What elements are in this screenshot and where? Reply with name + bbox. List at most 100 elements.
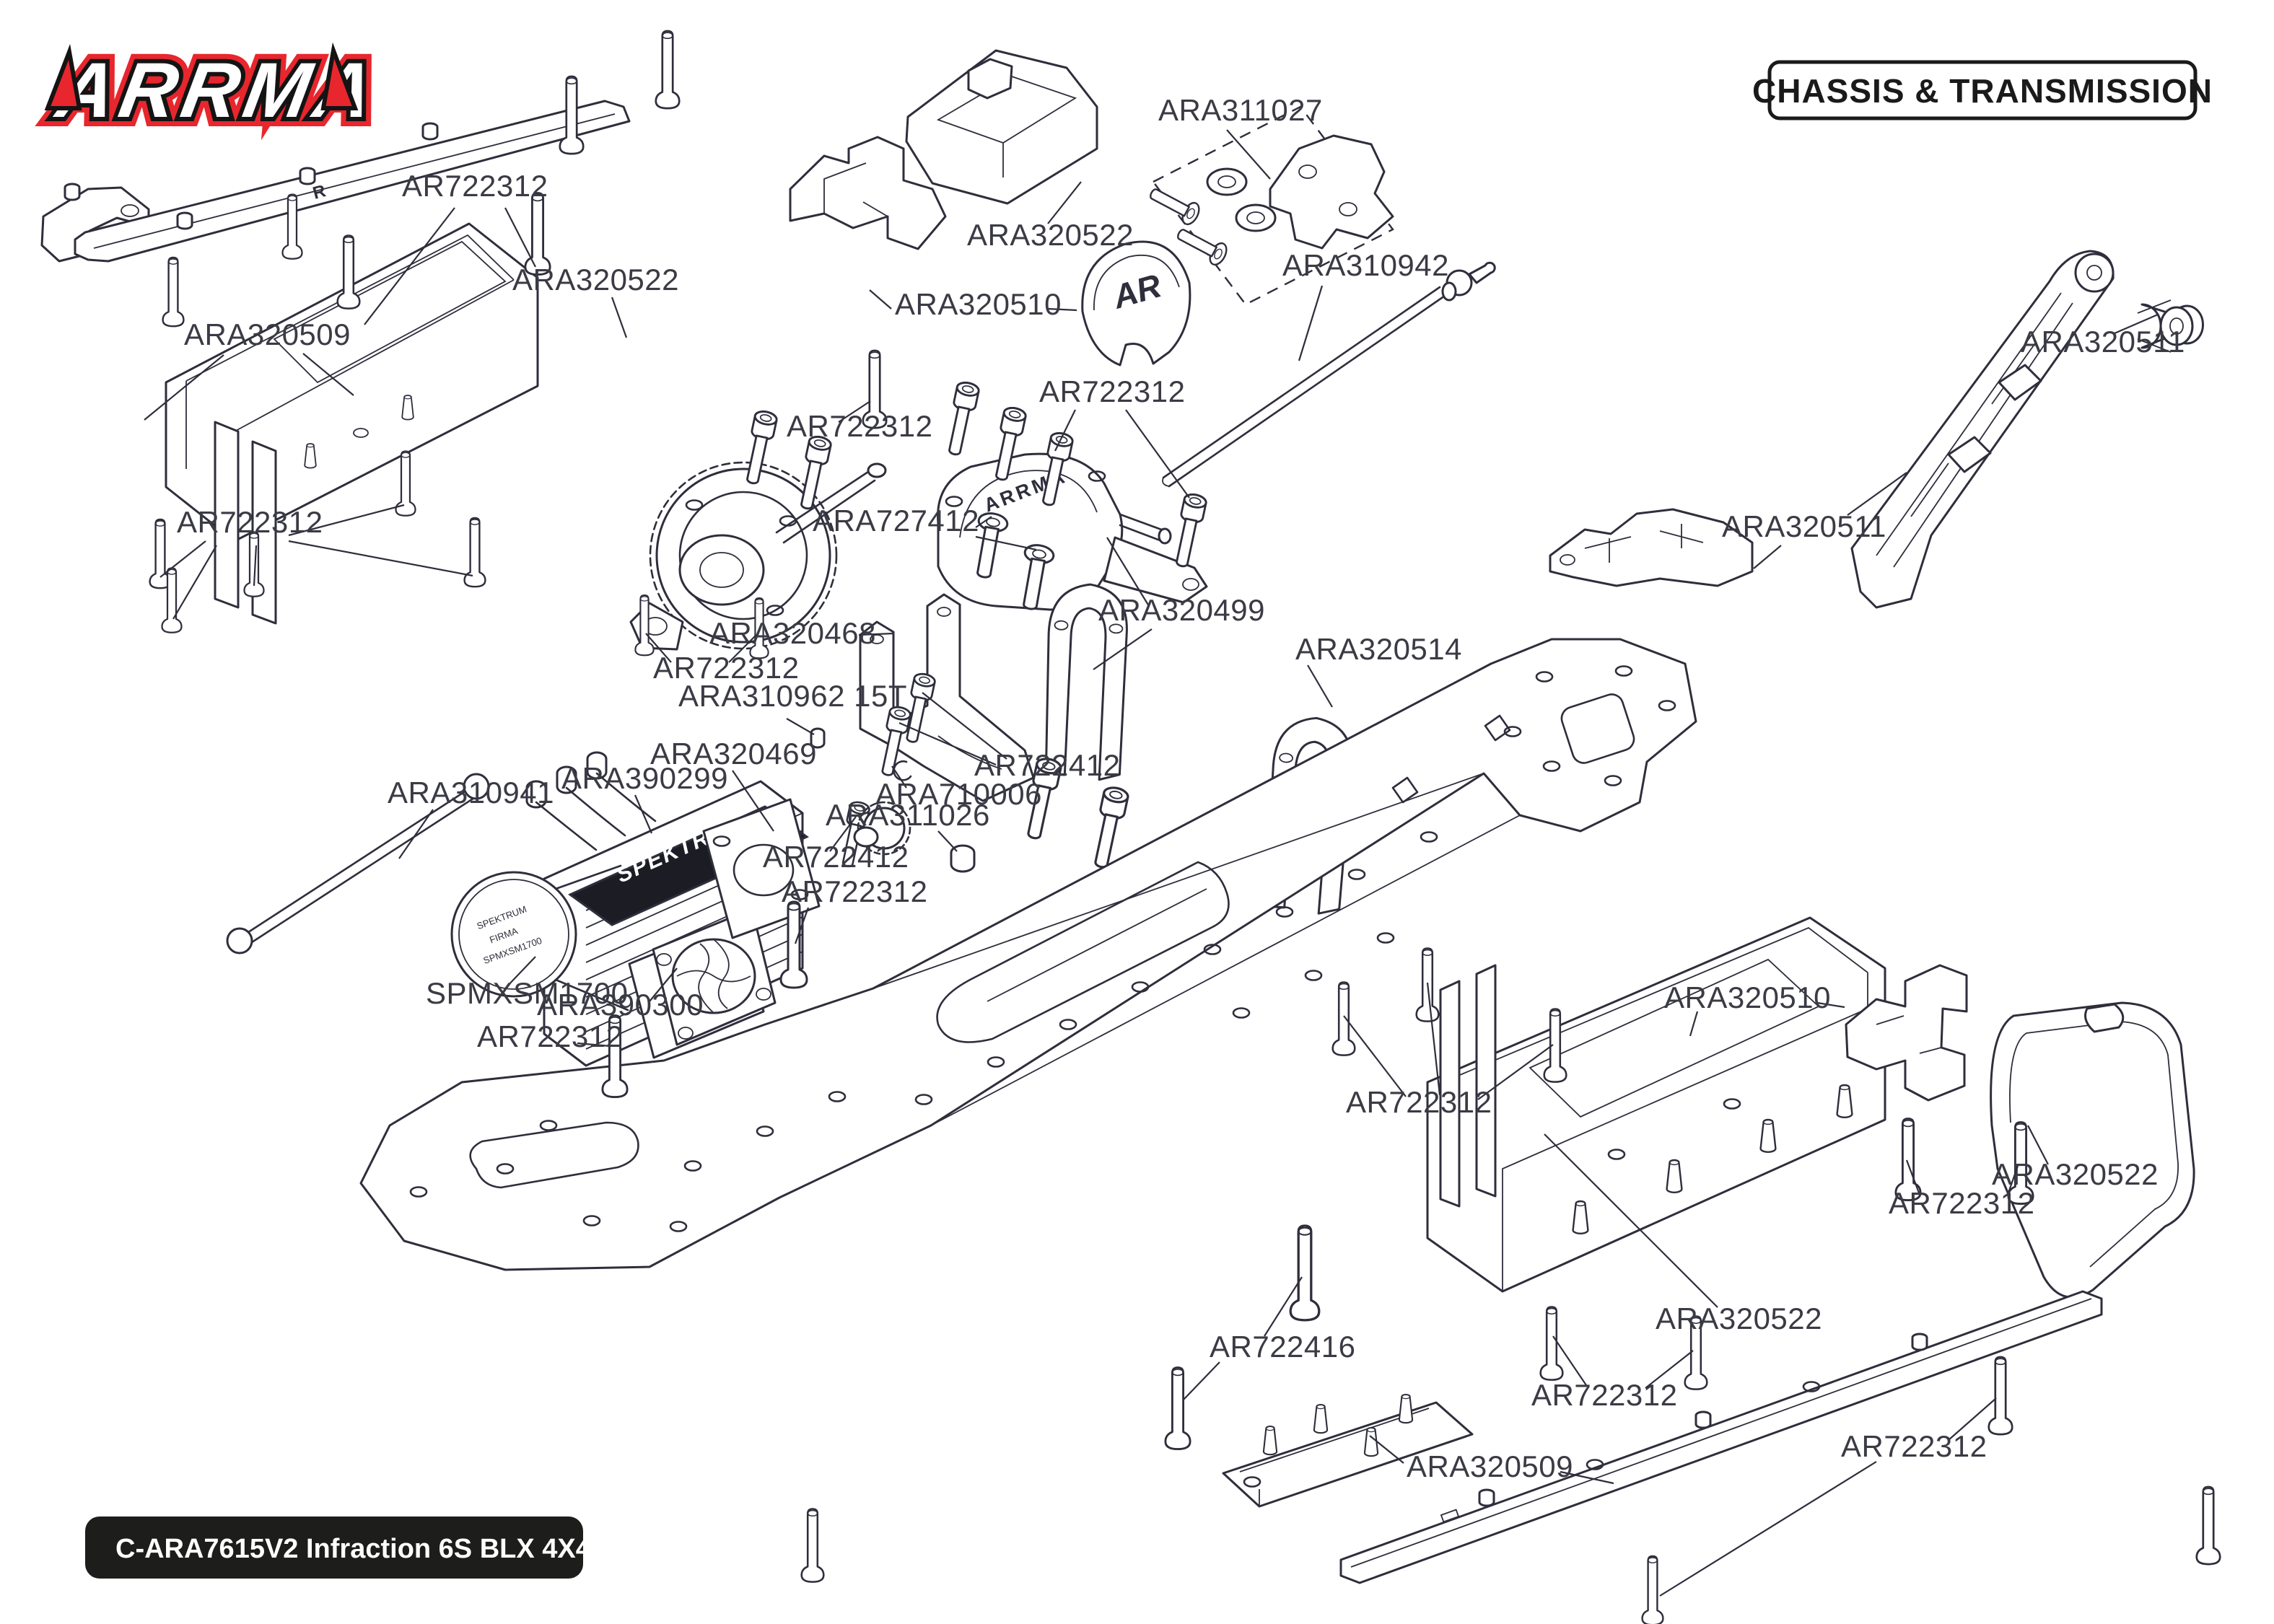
- part-label-ar722312-d: AR722312: [177, 505, 323, 539]
- part-chassis-plate: [359, 638, 1697, 1271]
- arrma-logo-accent-left: [44, 43, 82, 110]
- part-pinion-gear-group: [810, 727, 976, 873]
- part-label-ar722412-a: AR722412: [974, 748, 1121, 782]
- leader-line-ara311027: [1226, 129, 1271, 180]
- arrma-logo-accent-right: [320, 42, 359, 110]
- leader-line-ara320469: [732, 770, 774, 832]
- leader-line-ar722312-j: [1552, 1335, 1587, 1386]
- part-label-ara320522-d: ARA320522: [1656, 1302, 1822, 1335]
- part-label-ara320511-a: ARA320511: [2021, 325, 2185, 359]
- leader-line-ar722312-i: [1905, 1159, 1921, 1195]
- rail-molded-letter: R: [311, 181, 328, 203]
- part-label-ara320509-b: ARA320509: [1407, 1449, 1573, 1483]
- leader-line-ar722312-c: [838, 400, 871, 423]
- leader-line-ar722312-d: [288, 540, 473, 577]
- leader-line-ara320509-b: [1560, 1470, 1614, 1485]
- part-label-ar722312-g: AR722312: [477, 1019, 624, 1053]
- leader-line-ar722416: [1183, 1361, 1220, 1400]
- bushing: [950, 844, 976, 873]
- part-tray-guard-clip: [1845, 964, 1968, 1102]
- arrma-logo: ARRMA ARRMA ARRMA: [40, 38, 395, 144]
- leader-line-ar722312-e: [645, 633, 672, 663]
- part-center-driveshaft: [1162, 261, 1496, 488]
- leader-line-ar722412-b: [829, 816, 857, 852]
- leader-line-ara320510-a: [1047, 307, 1077, 312]
- leader-line-ar722312-b: [1125, 409, 1190, 499]
- part-label-ara320468: ARA320468: [709, 616, 876, 650]
- part-label-ara310962: ARA310962 15T: [678, 679, 907, 713]
- leader-line-ar722312-k: [1948, 1397, 1997, 1441]
- part-label-spmxsm1700: SPMXSM1700: [426, 976, 628, 1010]
- leader-line-ara320509-a: [302, 353, 354, 396]
- leader-line-ar722312-d: [172, 545, 217, 620]
- part-label-ar722412-b: AR722412: [763, 840, 909, 874]
- leader-line-ar722312-f: [794, 907, 810, 944]
- part-label-ara727412: ARA727412: [813, 504, 979, 537]
- leader-line-ara390299: [634, 794, 653, 834]
- leader-line-ara320522-d: [1544, 1133, 1718, 1308]
- part-wheelie-bar-mount: [1549, 508, 1754, 587]
- leader-line-ar722312-a: [364, 207, 455, 325]
- leader-line-ara320511-b: [1847, 472, 1907, 516]
- leader-line-ar722312-k: [1659, 1461, 1877, 1597]
- leader-line-ara310962: [786, 718, 815, 735]
- part-rear-brace-plate: [1222, 1393, 1474, 1508]
- part-label-ara320510-b: ARA320510: [1664, 980, 1831, 1014]
- part-label-ara710006: ARA710006: [875, 777, 1042, 811]
- part-label-ar722312-b: AR722312: [1039, 374, 1186, 408]
- leader-line-ar722312-g: [577, 1042, 611, 1048]
- part-label-ar722312-c: AR722312: [787, 409, 933, 443]
- part-label-ar722312-k: AR722312: [1841, 1429, 1987, 1463]
- part-tray-side-cover: [1990, 1001, 2195, 1299]
- leader-line-ara320522-c: [2027, 1125, 2049, 1165]
- leader-line-ara320499: [1106, 537, 1150, 607]
- leader-line-ara320511-a: [2114, 313, 2159, 335]
- part-label-ara310942: ARA310942: [1282, 248, 1449, 282]
- part-label-ara320511-b: ARA320511: [1722, 509, 1886, 543]
- leader-line-ar722312-b: [1054, 409, 1076, 452]
- footer-model-text: C-ARA7615V2 Infraction 6S BLX 4X4 RTR: [115, 1534, 655, 1564]
- leader-line-ara320468: [858, 632, 894, 636]
- part-label-ara311026: ARA311026: [826, 798, 990, 832]
- part-label-ara320469: ARA320469: [650, 737, 817, 771]
- leader-line-ar722312-a: [504, 207, 536, 268]
- leader-line-ar722312-h: [1426, 982, 1441, 1096]
- part-label-ara320514: ARA320514: [1295, 632, 1462, 666]
- part-front-driveshaft: [226, 773, 490, 954]
- footer-model-plate: C-ARA7615V2 Infraction 6S BLX 4X4 RTR: [85, 1517, 655, 1579]
- leader-line-ar722312-e: [728, 634, 757, 663]
- part-label-ara320510-a: ARA320510: [895, 287, 1062, 321]
- part-label-ara320522-a: ARA320522: [512, 263, 679, 297]
- leader-line-spmxsm1700: [504, 956, 536, 989]
- leader-line-ar722312-d: [159, 540, 206, 578]
- leader-line-ara320509-a: [144, 354, 224, 421]
- leader-line-ar722312-h: [1343, 1015, 1407, 1097]
- e-clip: [893, 760, 912, 781]
- leader-line-ara727412: [975, 516, 992, 528]
- leader-line-ar722312-h: [1477, 1044, 1554, 1100]
- leader-line-ar722312-d: [253, 545, 258, 587]
- part-motor-guard: AR: [1081, 240, 1191, 367]
- leader-line-ara320510-b: [1816, 1001, 1845, 1009]
- part-receiver-box-cover: [905, 49, 1098, 205]
- part-cooling-fan: [628, 908, 777, 1059]
- leader-line-ara320522-a: [611, 297, 628, 338]
- leader-line-ara320509-b: [1369, 1435, 1404, 1464]
- leader-line-ar722312-i: [2006, 1165, 2019, 1195]
- part-label-ara310941: ARA310941: [388, 776, 554, 809]
- leader-line-ara320510-b: [1689, 1011, 1699, 1037]
- part-labels-layer: AR722312ARA320522ARA320509ARA320522ARA32…: [144, 93, 2185, 1597]
- title-box: CHASSIS & TRANSMISSION: [1752, 60, 2212, 120]
- leader-line-ara310941: [398, 809, 434, 859]
- leader-line-ar722312-d: [288, 504, 405, 537]
- leader-line-ar722416: [1264, 1276, 1303, 1337]
- leader-line-ara390300: [649, 967, 678, 1002]
- leader-line-ara320522-b: [1047, 181, 1082, 224]
- part-spur-mount-kit: [1145, 105, 1394, 306]
- leader-line-ara320511-b: [1753, 545, 1782, 569]
- part-label-ar722312-h: AR722312: [1346, 1085, 1492, 1119]
- part-label-ar722312-i: AR722312: [1889, 1186, 2035, 1220]
- part-diff-mount-bracket: [859, 593, 1035, 802]
- part-wheelie-brace-arm: [1850, 250, 2115, 609]
